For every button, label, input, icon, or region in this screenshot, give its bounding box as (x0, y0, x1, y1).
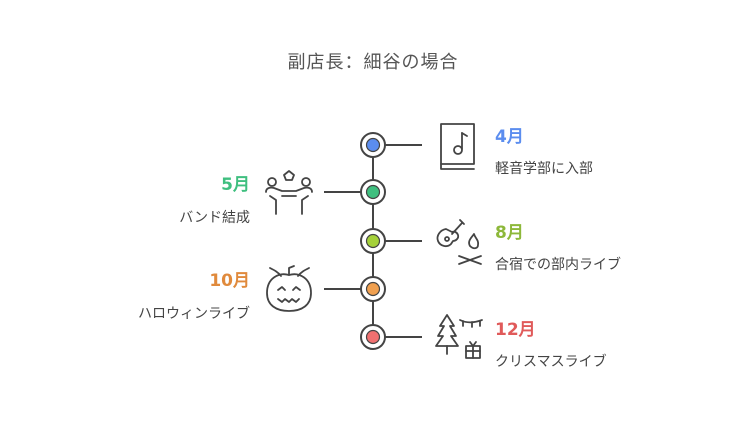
event-may-month: 5月 (221, 175, 250, 195)
node-may (360, 179, 386, 205)
event-may-text: バンド結成 (179, 210, 250, 226)
node-august (360, 228, 386, 254)
band-people-icon (265, 170, 313, 215)
event-august-text: 合宿での部内ライブ (495, 257, 621, 273)
christmas-tree-icon (435, 314, 483, 359)
node-april (360, 132, 386, 158)
event-april-text: 軽音学部に入部 (495, 161, 593, 177)
event-october-month: 10月 (209, 271, 250, 291)
pumpkin-icon (266, 265, 312, 312)
event-october-text: ハロウィンライブ (138, 306, 250, 322)
event-december-month: 12月 (495, 320, 536, 340)
event-august-month: 8月 (495, 223, 524, 243)
node-october (360, 276, 386, 302)
node-december (360, 324, 386, 350)
event-december-text: クリスマスライブ (495, 354, 607, 370)
event-april-month: 4月 (495, 127, 524, 147)
music-book-icon (440, 123, 475, 170)
diagram-title: 副店長：細谷の場合 (287, 52, 459, 73)
guitar-campfire-icon (436, 219, 482, 265)
